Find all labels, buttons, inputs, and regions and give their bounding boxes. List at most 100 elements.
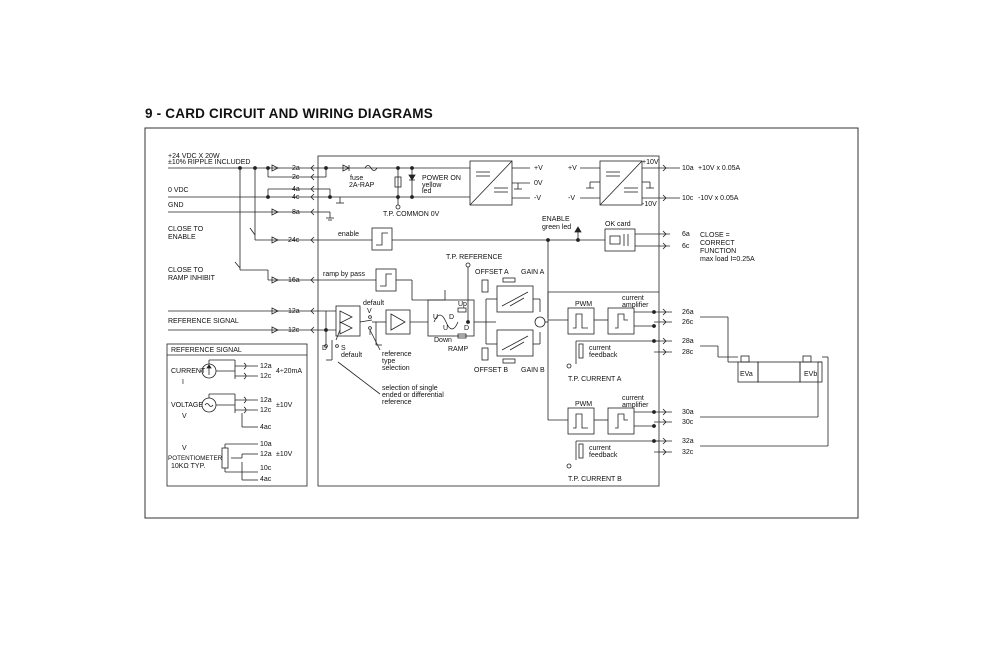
ref-voltage-symbol: V <box>182 413 187 420</box>
yellow-label: yellow <box>422 182 442 189</box>
default-label-1: default <box>363 300 384 307</box>
ref-v-range: ±10V <box>276 402 293 409</box>
out-0v: 0V <box>534 180 543 187</box>
ref-p-4ac: 4ac <box>260 476 272 483</box>
offset-b-label: OFFSET B <box>474 367 508 374</box>
terminal-2a: 2a <box>292 165 300 172</box>
function-label: FUNCTION <box>700 248 736 255</box>
dc-dc-converter-2 <box>599 160 643 206</box>
gain-b-label: GAIN B <box>521 367 545 374</box>
card-body <box>317 155 660 487</box>
current-amp-a-1: current <box>622 295 644 302</box>
terminal-6c: 6c <box>682 243 690 250</box>
label-gnd: GND <box>168 202 184 209</box>
terminal-4a: 4a <box>292 186 300 193</box>
tp-reference-label: T.P. REFERENCE <box>446 254 503 261</box>
terminal-26c: 26c <box>682 319 694 326</box>
offset-a-pot <box>481 279 489 293</box>
ref-v-12c: 12c <box>260 407 272 414</box>
green-led-label: green led <box>542 224 571 231</box>
max-load-label: max load I=0.25A <box>700 256 755 263</box>
ramp-d1: D <box>449 314 454 321</box>
current-amp-a-2: amplifier <box>622 302 649 309</box>
offset-a-label: OFFSET A <box>475 269 509 276</box>
ref-potentiometer-label: POTENTIOMETER <box>168 455 223 462</box>
default-label-2: default <box>341 352 362 359</box>
current-amp-b-2: amplifier <box>622 402 649 409</box>
close-eq-label: CLOSE = <box>700 232 730 239</box>
ref-v-4ac: 4ac <box>260 424 272 431</box>
offset-b-pot <box>481 347 489 361</box>
evb-label: EVb <box>804 371 817 378</box>
tp-current-b-label: T.P. CURRENT B <box>568 476 622 483</box>
enable-label: enable <box>338 231 359 238</box>
terminal-24c: 24c <box>288 237 300 244</box>
ref-c-12c: 12c <box>260 373 272 380</box>
ramp-block <box>427 299 475 337</box>
ref-p-10c: 10c <box>260 465 272 472</box>
current-feedback-b-2: feedback <box>589 452 618 459</box>
ramp-down-label: Down <box>434 337 452 344</box>
ok-card-relay <box>604 228 636 252</box>
ref-v-12a: 12a <box>260 397 272 404</box>
terminal-26a: 26a <box>682 309 694 316</box>
label-enable: ENABLE <box>168 234 196 241</box>
ref-current-symbol: I <box>182 379 184 386</box>
diagram-frame <box>144 127 859 519</box>
enable-led-label: ENABLE <box>542 216 570 223</box>
label-close-to: CLOSE TO <box>168 226 204 233</box>
in-plus-v: +V <box>568 165 577 172</box>
eva-label: EVa <box>740 371 753 378</box>
current-amp-b-1: current <box>622 395 644 402</box>
minus-10v-label: -10V <box>642 201 657 208</box>
ramp-d2: D <box>464 325 469 332</box>
terminal-12c: 12c <box>288 327 300 334</box>
power-on-label: POWER ON <box>422 175 461 182</box>
current-feedback-b-1: current <box>589 445 611 452</box>
ref-box-title: REFERENCE SIGNAL <box>171 347 242 354</box>
selection-label-2: ended or differential <box>382 392 444 399</box>
diode-icon <box>342 164 350 172</box>
input-amp-box <box>385 309 411 335</box>
terminal-16a: 16a <box>288 277 300 284</box>
tp-current-a-label: T.P. CURRENT A <box>568 376 622 383</box>
ref-c-12a: 12a <box>260 363 272 370</box>
ref-c-range: 4÷20mA <box>276 368 302 375</box>
pwm-a-block <box>567 307 595 335</box>
ramp-up-label: Up <box>458 301 467 308</box>
label-close-to-2: CLOSE TO <box>168 267 204 274</box>
ref-type-label-3: selection <box>382 365 410 372</box>
current-feedback-a-2: feedback <box>589 352 618 359</box>
out-plus-v: +V <box>534 165 543 172</box>
gain-a-pot <box>502 277 516 283</box>
terminal-4c: 4c <box>292 194 300 201</box>
valve-body <box>757 361 801 383</box>
enable-schmitt <box>371 227 393 251</box>
summing-node-icon <box>534 316 546 328</box>
out-10a-label: +10V x 0.05A <box>698 165 741 172</box>
page-title: 9 - CARD CIRCUIT AND WIRING DIAGRAMS <box>145 106 433 121</box>
d-label: D <box>322 345 327 352</box>
label-ramp-inhibit: RAMP INHIBIT <box>168 275 216 282</box>
potentiometer-icon <box>221 447 229 469</box>
reference-signal-box <box>166 343 308 487</box>
selection-label-3: reference <box>382 399 412 406</box>
label-ripple: ±10% RIPPLE INCLUDED <box>168 159 250 166</box>
in-minus-v: -V <box>568 195 575 202</box>
pwm-b-block <box>567 407 595 435</box>
i-label: I <box>369 330 371 337</box>
ramp-u2: U <box>443 325 448 332</box>
v-label: V <box>367 308 372 315</box>
terminal-30c: 30c <box>682 419 694 426</box>
led-label: led <box>422 188 431 195</box>
fuse-icon <box>364 165 378 171</box>
pwm-b-label: PWM <box>575 401 592 408</box>
ref-pot-value: 10KΩ TYP. <box>171 463 205 470</box>
out-10c-label: -10V x 0.05A <box>698 195 739 202</box>
correct-label: CORRECT <box>700 240 735 247</box>
terminal-32a: 32a <box>682 438 694 445</box>
ref-voltage-label: VOLTAGE <box>171 402 203 409</box>
ok-card-label: OK card <box>605 221 631 228</box>
ref-type-label-2: type <box>382 358 395 365</box>
ramp-label: RAMP <box>448 346 469 353</box>
